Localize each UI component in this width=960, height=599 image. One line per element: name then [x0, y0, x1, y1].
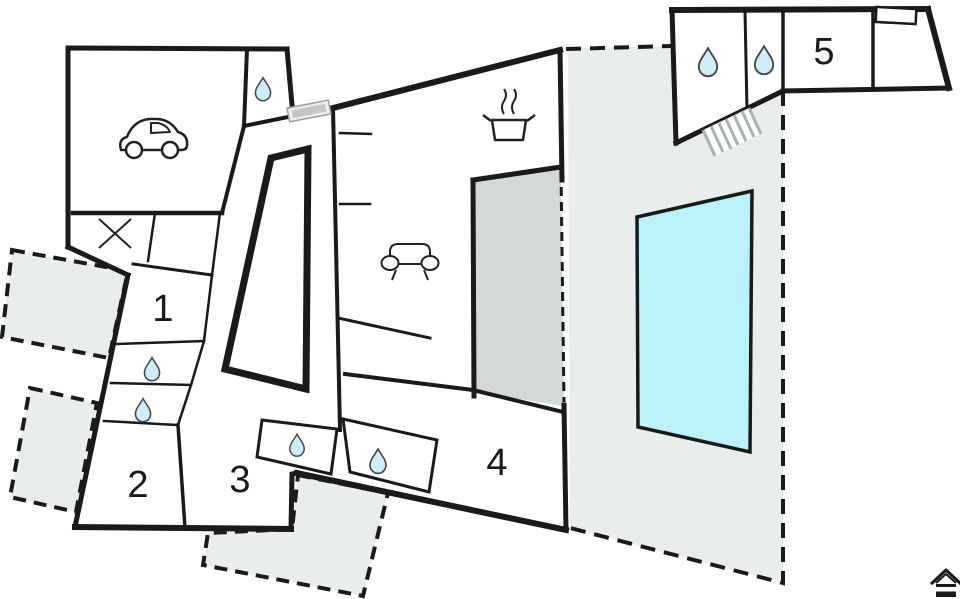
room-label-5: 5	[813, 31, 834, 73]
water-drop-icon	[369, 447, 387, 475]
stairs-icon	[701, 107, 763, 157]
water-drop-icon	[254, 76, 272, 102]
annex-building	[668, 5, 953, 157]
water-drop-icons	[134, 44, 775, 475]
room-label-3: 3	[229, 459, 250, 501]
water-drop-icon	[697, 46, 719, 78]
swimming-pool	[635, 188, 754, 455]
main-building-floor	[68, 48, 566, 530]
room-label-1: 1	[152, 288, 173, 330]
water-drop-icon	[143, 356, 161, 382]
water-drop-icon	[134, 397, 152, 423]
house-logo-icon	[929, 568, 960, 597]
entrance-door-icon	[286, 99, 332, 123]
room-label-2: 2	[127, 464, 148, 506]
cooking-pot-icon	[482, 88, 536, 142]
interior-walls	[70, 46, 566, 530]
water-drop-icon	[289, 432, 305, 457]
car-icon	[119, 117, 189, 160]
terrace-pool-dashed-border	[565, 44, 785, 586]
terrace-upper-left	[0, 247, 131, 361]
room-labels: 1 2 3 4 5	[127, 31, 834, 506]
cross-icon	[98, 218, 132, 249]
porch-dashed-edge	[559, 171, 566, 403]
water-drop-icon	[753, 44, 775, 76]
sofa-icon	[380, 243, 440, 281]
outer-walls	[64, 45, 570, 534]
stairwell-void	[220, 144, 312, 394]
covered-porch	[473, 167, 564, 406]
window-icon	[874, 5, 918, 26]
room-label-4: 4	[486, 442, 507, 484]
